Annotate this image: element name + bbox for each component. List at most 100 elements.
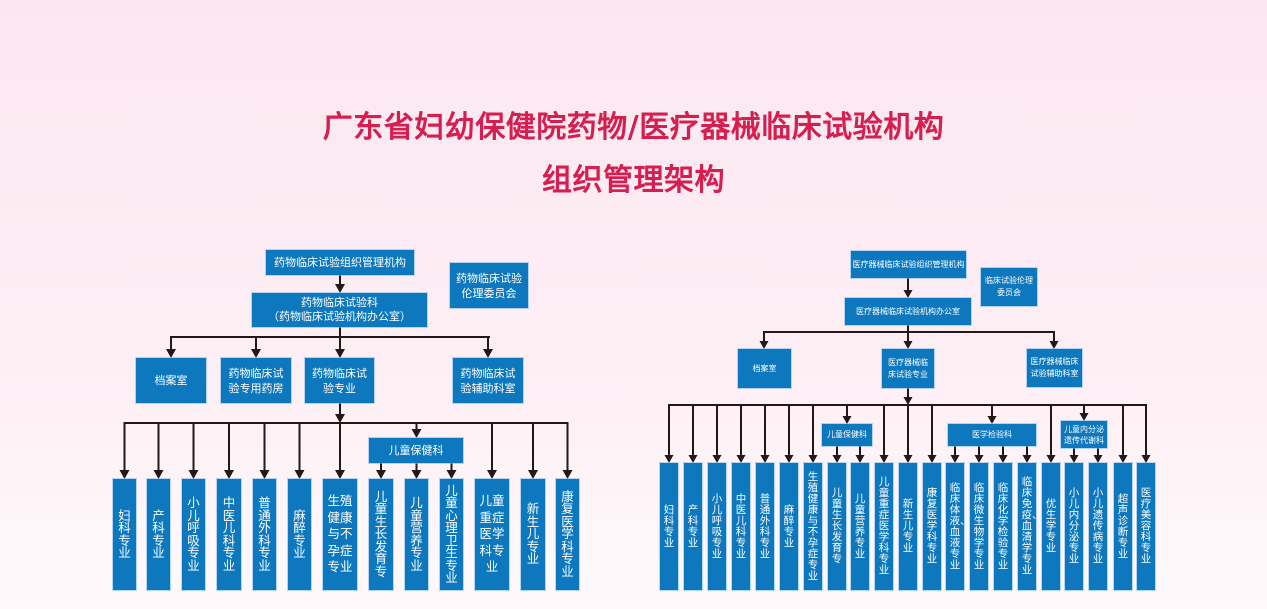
arrowhead-icon	[483, 349, 493, 358]
drug-specialty-box: 产科专业	[147, 479, 170, 590]
drug-specialty-box: 麻醉专业	[288, 479, 311, 590]
arrowhead-icon	[855, 455, 865, 463]
device-specialty-label: 小儿内分泌专业	[1068, 487, 1080, 565]
drug-specialty-label: 小儿呼吸专业	[187, 495, 200, 573]
device-specialty-label: 新生儿专业	[902, 498, 914, 554]
drug-specialty-label: 产科专业	[152, 507, 165, 560]
drug-specialty-box: 儿童心理卫生专业	[440, 479, 463, 590]
device-specialty-box: 医疗器械临 床试验专业	[882, 349, 934, 388]
device-auxiliary-dept-box: 医疗器械临床 试验辅助科室	[1027, 349, 1082, 387]
device-specialty-label: 产科专业	[687, 503, 699, 549]
drug-archive-box: 档案室	[136, 358, 206, 403]
drug-specialty-box: 儿童营养专业	[405, 479, 428, 590]
drug-specialty-label: 儿童生长发育专	[374, 488, 388, 579]
arrowhead-icon	[1118, 455, 1128, 463]
drug-child-health-dept-box: 儿童保健科	[369, 438, 463, 463]
arrowhead-icon	[808, 455, 818, 463]
arrowhead-icon	[842, 416, 852, 424]
arrowhead-icon	[987, 416, 997, 424]
device-ethics-committee-box: 临床试验伦理 委员会	[981, 268, 1037, 306]
arrowhead-icon	[411, 470, 422, 479]
arrowhead-icon	[736, 455, 746, 463]
drug-pharmacy-box: 药物临床试 验专用药房	[221, 358, 291, 403]
arrowhead-icon	[188, 470, 199, 479]
device-trial-office-box: 医疗器械临床试验机构办公室	[845, 298, 971, 325]
drug-specialty-box: 普通外科专业	[253, 479, 276, 590]
device-specialty-label: 临床免疫、血清学专业	[1021, 476, 1043, 576]
device-specialty-label: 超声诊断专业	[1117, 492, 1129, 560]
arrowhead-icon	[903, 341, 913, 349]
drug-specialty-box: 新生儿专业	[521, 479, 545, 590]
arrowhead-icon	[688, 455, 698, 463]
drug-ethics-committee-box: 药物临床试验 伦理委员会	[450, 263, 528, 308]
device-specialty-box: 临床免疫、血清学专业	[1018, 463, 1043, 590]
arrowhead-icon	[903, 397, 913, 405]
arrowhead-icon	[1141, 455, 1151, 463]
drug-specialty-label: 生殖健康与不孕症专业	[327, 493, 353, 575]
device-specialty-box: 康复医学科专业	[923, 463, 941, 590]
device-specialty-box: 妇科专业	[660, 463, 678, 590]
device-specialty-label: 生殖健康与不孕症专业	[807, 470, 819, 582]
arrowhead-icon	[1079, 413, 1089, 421]
drug-specialty-box: 药物临床试 验专业	[305, 358, 374, 403]
device-specialty-label: 医疗美容科专业	[1140, 487, 1152, 565]
drug-specialty-label: 儿童心理卫生专业	[445, 482, 458, 585]
device-specialty-box: 儿童营养专业	[851, 463, 869, 590]
device-lab-dept-box: 医学检验科	[948, 424, 1036, 446]
drug-specialty-label: 儿童重症医学科专业	[479, 493, 505, 575]
device-endocrine-dept-box: 儿童内分泌 遗传代谢科	[1061, 421, 1107, 448]
drug-specialty-box: 康复医学科专业	[556, 479, 579, 590]
device-specialty-box: 生殖健康与不孕症专业	[804, 463, 822, 590]
device-specialty-label: 中医儿科专业	[735, 492, 747, 560]
device-specialty-box: 产科专业	[684, 463, 702, 590]
arrowhead-icon	[1069, 455, 1079, 463]
drug-specialty-box: 小儿呼吸专业	[182, 479, 205, 590]
device-specialty-box: 小儿遗传病专业	[1089, 463, 1107, 590]
arrowhead-icon	[528, 470, 538, 479]
device-specialty-box: 超声诊断专业	[1114, 463, 1132, 590]
arrowhead-icon	[950, 455, 960, 463]
device-specialty-label: 妇科专业	[663, 503, 675, 549]
arrowhead-icon	[294, 470, 305, 479]
device-specialty-label: 儿童生长发育专	[831, 487, 843, 565]
arrowhead-icon	[974, 455, 984, 463]
arrowhead-icon	[411, 429, 422, 438]
arrowhead-icon	[832, 455, 842, 463]
arrowhead-icon	[927, 455, 937, 463]
device-specialty-label: 临床化学检验专业	[997, 481, 1009, 571]
arrowhead-icon	[153, 470, 164, 479]
arrowhead-icon	[166, 349, 176, 358]
arrowhead-icon	[335, 470, 345, 479]
device-archive-box: 档案室	[738, 349, 791, 388]
drug-specialty-label: 普通外科专业	[258, 495, 271, 573]
arrowhead-icon	[784, 455, 794, 463]
arrowhead-icon	[259, 470, 270, 479]
device-specialty-box: 新生儿专业	[899, 463, 917, 590]
arrowhead-icon	[1022, 455, 1032, 463]
device-specialty-box: 小儿内分泌专业	[1065, 463, 1083, 590]
device-specialty-box: 临床化学检验专业	[994, 463, 1012, 590]
arrowhead-icon	[903, 455, 913, 463]
arrowhead-icon	[335, 284, 345, 293]
device-specialty-box: 临床微生物学专业	[970, 463, 988, 590]
device-specialty-label: 小儿呼吸专业	[711, 492, 723, 560]
drug-specialty-label: 儿童营养专业	[410, 495, 423, 573]
device-specialty-label: 小儿遗传病专业	[1092, 487, 1104, 565]
device-specialty-box: 麻醉专业	[780, 463, 798, 590]
drug-specialty-label: 中医儿科专业	[222, 495, 236, 573]
device-specialty-label: 儿童营养专业	[854, 492, 866, 560]
drug-trial-office-box: 药物临床试验科 （药物临床试验机构办公室）	[252, 293, 427, 327]
arrowhead-icon	[712, 455, 722, 463]
arrowhead-icon	[224, 470, 234, 479]
drug-specialty-box: 妇科专业	[113, 479, 136, 590]
arrowhead-icon	[335, 349, 345, 358]
arrowhead-icon	[376, 470, 386, 479]
device-specialty-label: 麻醉专业	[783, 503, 795, 549]
arrowhead-icon	[562, 470, 573, 479]
drug-specialty-box: 儿童生长发育专	[369, 479, 393, 590]
arrowhead-icon	[1093, 455, 1103, 463]
drug-specialty-label: 新生儿专业	[526, 501, 540, 567]
device-specialty-box: 医疗美容科专业	[1137, 463, 1155, 590]
device-specialty-label: 临床微生物学专业	[973, 481, 985, 571]
